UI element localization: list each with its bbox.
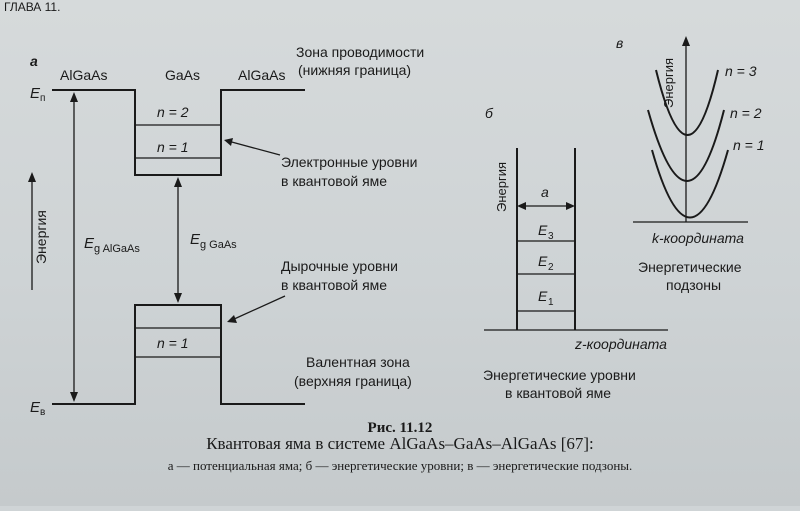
panel-c-subband-n3 [655, 69, 719, 136]
electron-levels-label-line1: Электронные уровни [281, 154, 417, 170]
panel-b-width-arrow-left [517, 202, 526, 210]
panel-c-letter: в [616, 35, 623, 51]
panel-b-energy-label: Энергия [494, 162, 509, 212]
panel-c-energy-label: Энергия [661, 58, 676, 108]
panel-c-caption-line1: Энергетические [638, 259, 742, 275]
energy-axis-arrowhead [28, 172, 36, 182]
panel-b-level-e1: E [538, 288, 548, 304]
panel-c-axis-label: k-координата [652, 230, 744, 246]
electron-level-n1-label: n = 1 [157, 139, 189, 155]
valence-band-label: Валентная зона [306, 354, 410, 370]
panel-c-energy-arrowhead [682, 36, 690, 46]
panel-b-level-e2: E [538, 253, 548, 269]
panel-b-letter: б [485, 105, 494, 121]
left-material-label: AlGaAs [60, 67, 107, 83]
panel-b-level-e3-sub: 3 [548, 231, 554, 242]
hole-levels-pointer-head [227, 315, 237, 323]
panel-b-width-arrow-right [566, 202, 575, 210]
panel-a-letter: а [30, 53, 38, 69]
panel-b-width-symbol: a [541, 184, 549, 200]
eg-algaas-symbol: E [84, 235, 95, 252]
panel-b-level-e3: E [538, 222, 548, 238]
figure-number: Рис. 11.12 [368, 420, 433, 436]
panel-b-axis-label: z-координата [574, 336, 667, 352]
eg-gaas-subscript: g GaAs [200, 239, 237, 251]
panel-c-subband-n3-label: n = 3 [725, 63, 757, 79]
panel-b-caption-line1: Энергетические уровни [483, 367, 636, 383]
panel-c-subband-n1-label: n = 1 [733, 137, 765, 153]
electron-level-n2-label: n = 2 [157, 104, 189, 120]
conduction-band-label: Зона проводимости [296, 44, 424, 60]
valence-band-sublabel: (верхняя граница) [294, 373, 412, 389]
ec-subscript: п [40, 93, 45, 104]
figure-description: а — потенциальная яма; б — энергетически… [168, 458, 633, 473]
electron-levels-pointer [227, 140, 281, 156]
figure-title: Квантовая яма в системе AlGaAs–GaAs–AlGa… [206, 434, 594, 453]
ev-subscript: в [40, 407, 45, 418]
ev-symbol: E [30, 399, 41, 416]
eg-gaas-arrowhead-bottom [174, 293, 182, 303]
panel-b-level-e2-sub: 2 [548, 262, 554, 273]
hole-levels-pointer [231, 295, 286, 321]
eg-gaas-symbol: E [190, 231, 201, 248]
panel-c-subband-n1 [651, 149, 729, 219]
hole-levels-label-line2: в квантовой яме [281, 277, 387, 293]
electron-levels-pointer-head [224, 138, 233, 146]
energy-axis-label: Энергия [33, 210, 49, 264]
panel-b-caption-line2: в квантовой яме [505, 385, 611, 401]
eg-gaas-arrowhead-top [174, 177, 182, 187]
middle-material-label: GaAs [165, 67, 200, 83]
eg-algaas-arrowhead-bottom [70, 392, 78, 402]
eg-algaas-arrowhead-top [70, 92, 78, 102]
panel-b-level-e1-sub: 1 [548, 297, 554, 308]
conduction-band-sublabel: (нижняя граница) [298, 62, 411, 78]
ec-symbol: E [30, 85, 41, 102]
hole-level-n1-label: n = 1 [157, 335, 189, 351]
panel-c-subband-n2 [647, 109, 725, 182]
hole-levels-label-line1: Дырочные уровни [281, 258, 398, 274]
conduction-band-profile [52, 89, 305, 176]
electron-levels-label-line2: в квантовой яме [281, 173, 387, 189]
valence-band-profile [52, 304, 305, 405]
panel-c-subband-n2-label: n = 2 [730, 105, 762, 121]
running-head: ГЛАВА 11. [4, 0, 60, 14]
panel-c-caption-line2: подзоны [666, 277, 721, 293]
eg-algaas-subscript: g AlGaAs [94, 243, 140, 255]
right-material-label: AlGaAs [238, 67, 285, 83]
